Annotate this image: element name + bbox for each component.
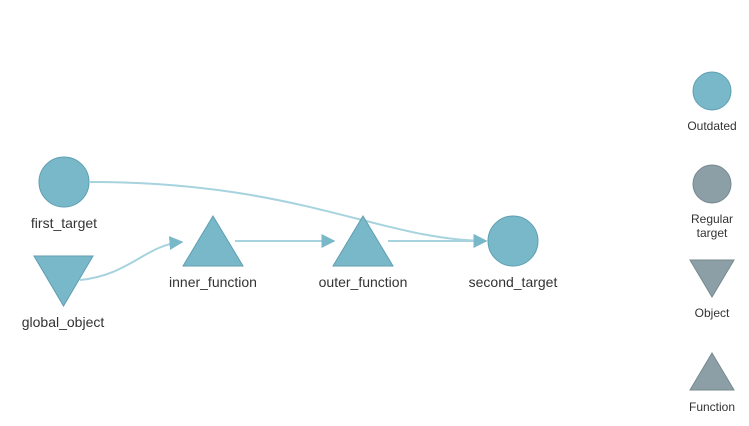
circle-icon — [692, 164, 732, 204]
edge-global-object-to-inner-function[interactable] — [79, 236, 184, 281]
inner-function-triangle-up-icon — [182, 215, 244, 267]
legend-regular-label-line1: Regular — [691, 212, 733, 226]
edges-group — [79, 181, 488, 281]
second-target-circle-icon — [487, 215, 539, 267]
legend-item-function: Function — [689, 352, 735, 414]
legend-function-label: Function — [689, 400, 735, 414]
triangle-down-icon — [689, 259, 735, 298]
inner-function-label: inner_function — [169, 274, 257, 290]
first-target-label: first_target — [31, 215, 97, 231]
node-outer-function[interactable]: outer_function — [319, 215, 408, 290]
global-object-triangle-down-icon — [33, 255, 94, 307]
legend-item-outdated: Outdated — [687, 71, 737, 133]
legend: Outdated Regular target Object Function — [687, 71, 737, 414]
legend-regular-label-line2: target — [697, 226, 728, 240]
second-target-label: second_target — [469, 274, 558, 290]
global-object-label: global_object — [22, 314, 105, 330]
outer-function-triangle-up-icon — [332, 215, 394, 267]
node-second-target[interactable]: second_target — [469, 215, 558, 290]
node-global-object[interactable]: global_object — [22, 255, 105, 330]
legend-item-object: Object — [689, 259, 735, 320]
circle-icon — [692, 71, 732, 111]
triangle-up-icon — [689, 352, 735, 391]
legend-object-label: Object — [695, 306, 730, 320]
nodes-group: first_target global_object inner_functio… — [22, 156, 558, 330]
legend-outdated-label: Outdated — [687, 119, 736, 133]
legend-item-regular-target: Regular target — [691, 164, 733, 240]
first-target-circle-icon — [38, 156, 90, 208]
edge-first-target-to-second-target[interactable] — [89, 181, 488, 248]
node-inner-function[interactable]: inner_function — [169, 215, 257, 290]
node-first-target[interactable]: first_target — [31, 156, 97, 231]
outer-function-label: outer_function — [319, 274, 408, 290]
